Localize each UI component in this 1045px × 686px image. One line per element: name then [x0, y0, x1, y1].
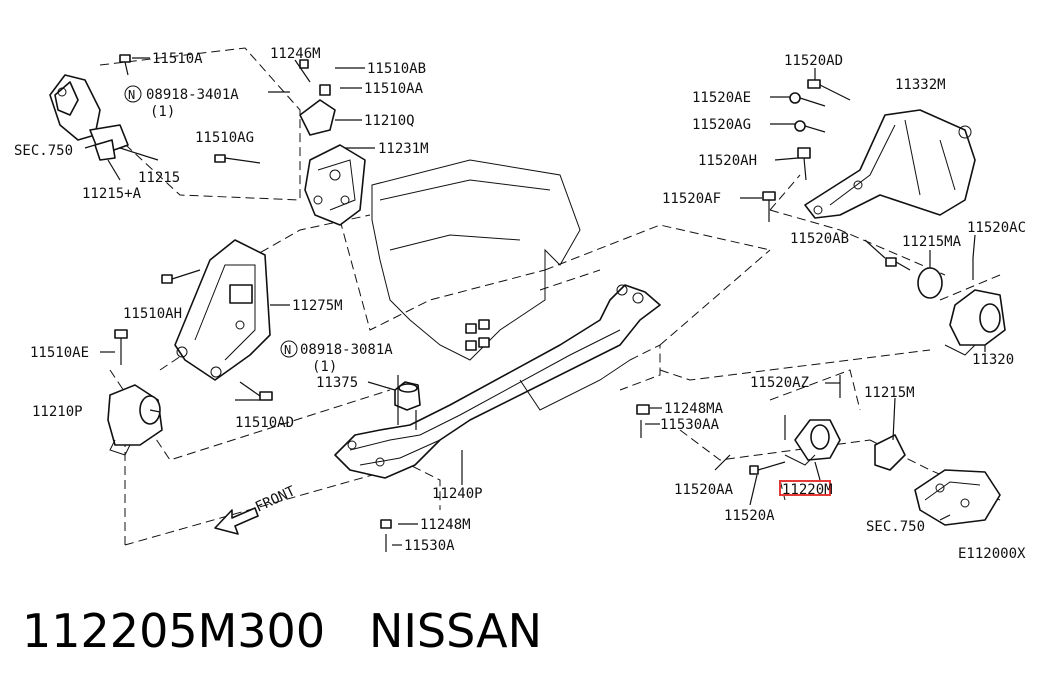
crossmember-11240P: [334, 284, 661, 479]
highlight-box: [779, 480, 831, 496]
label-11375: 11375: [316, 375, 358, 391]
label-qty-mid: (1): [312, 359, 337, 375]
label-11240P: 11240P: [432, 486, 483, 502]
diagram-id: E112000X: [958, 546, 1026, 562]
label-11320: 11320: [972, 352, 1014, 368]
label-11231M: 11231M: [378, 141, 429, 157]
label-11248MA: 11248MA: [664, 401, 724, 417]
label-11530A: 11530A: [404, 538, 455, 554]
label-11520AB: 11520AB: [790, 231, 849, 247]
bushing-11375: [394, 381, 421, 411]
front-label: FRONT: [253, 483, 298, 516]
label-11510A: 11510A: [152, 51, 203, 67]
label-11530AA: 11530AA: [660, 417, 720, 433]
bracket-11215M: [874, 434, 1001, 526]
label-08918-3081A: 08918-3081A: [300, 342, 393, 358]
label-11520AH: 11520AH: [698, 153, 757, 169]
label-11215: 11215: [138, 170, 180, 186]
n-mark-mid-label: N: [284, 343, 291, 357]
bracket-11332M: [804, 109, 976, 219]
label-11215MA: 11215MA: [902, 234, 962, 250]
label-11520AZ: 11520AZ: [750, 375, 809, 391]
parts-diagram: N N FRONT 11510A 11246M 11510AB 08918-34…: [14, 46, 1026, 562]
mount-11210P: [107, 384, 163, 456]
label-11332M: 11332M: [895, 77, 946, 93]
bracket-11231M: [299, 99, 366, 226]
leader-lines: [84, 57, 986, 546]
label-11510AB: 11510AB: [367, 61, 426, 77]
n-mark-mid: N: [280, 340, 298, 358]
n-mark-top: N: [124, 85, 142, 103]
label-11510AG: 11510AG: [195, 130, 254, 146]
label-sec750-right: SEC.750: [866, 519, 925, 535]
bolts: [114, 54, 974, 552]
label-11246M: 11246M: [270, 46, 321, 62]
mount-11320: [917, 267, 1006, 356]
label-11275M: 11275M: [292, 298, 343, 314]
label-11510AE: 11510AE: [30, 345, 89, 361]
front-arrow: FRONT: [214, 483, 298, 535]
label-08918-3401A: 08918-3401A: [146, 87, 239, 103]
bracket-11275M: [174, 239, 271, 381]
label-11520AA: 11520AA: [674, 482, 734, 498]
part-labels: 11510A 11246M 11510AB 08918-3401A (1) 11…: [14, 46, 1026, 562]
label-11520AG: 11520AG: [692, 117, 751, 133]
engine-outline: [371, 159, 581, 361]
label-11210P: 11210P: [32, 404, 83, 420]
part-number-caption: 112205M300 NISSAN: [22, 604, 543, 658]
label-11220M: 11220M: [782, 482, 833, 498]
label-11510AH: 11510AH: [123, 306, 182, 322]
label-sec750-left: SEC.750: [14, 143, 73, 159]
label-11510AD: 11510AD: [235, 415, 294, 431]
label-11520AC: 11520AC: [967, 220, 1026, 236]
label-11520AF: 11520AF: [662, 191, 721, 207]
bracket-11215: [49, 74, 129, 161]
label-11248M: 11248M: [420, 517, 471, 533]
label-11520A: 11520A: [724, 508, 775, 524]
label-11215-plus-a: 11215+A: [82, 186, 142, 202]
label-11210Q: 11210Q: [364, 113, 415, 129]
label-11520AD: 11520AD: [784, 53, 843, 69]
label-11520AE: 11520AE: [692, 90, 751, 106]
mount-11220M: [784, 419, 841, 466]
label-qty-top: (1): [150, 104, 175, 120]
n-mark-top-label: N: [128, 88, 135, 102]
label-11215M: 11215M: [864, 385, 915, 401]
label-11510AA: 11510AA: [364, 81, 424, 97]
